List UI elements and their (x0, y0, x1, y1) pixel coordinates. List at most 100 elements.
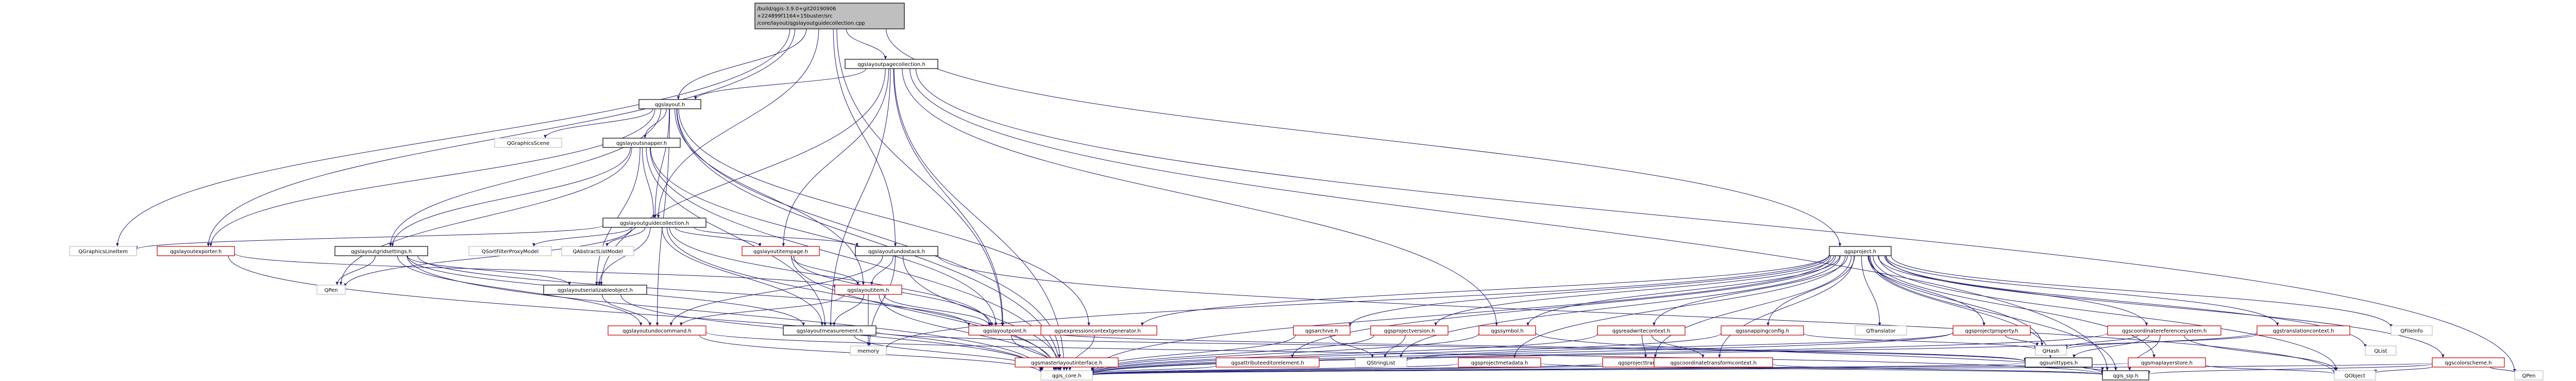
edge-root-to-qgraphicslineitem (116, 28, 790, 247)
node-label: QFileInfo (2400, 328, 2423, 334)
include-edges (116, 28, 2516, 376)
node-archive[interactable]: qgsarchive.h (1293, 325, 1351, 336)
node-project_h[interactable]: qgsproject.h (1829, 246, 1892, 256)
node-attreditor[interactable]: qgsattributeeditorelement.h (1216, 357, 1320, 368)
node-snappingconfig[interactable]: qgssnappingconfig.h (1721, 325, 1804, 336)
node-projproperty[interactable]: qgsprojectproperty.h (1952, 325, 2031, 336)
edge-snapper-to-qpen (339, 147, 632, 286)
edge-project_h-to-qobject (1878, 255, 2338, 371)
node-label: qgsprojecttranslator.h (1618, 360, 1675, 366)
node-qpen2: QPen (2514, 370, 2544, 380)
node-label: qgssymbol.h (1491, 328, 1524, 334)
node-label: qgslayoutmeasurement.h (797, 328, 863, 334)
node-label: qgslayoutgridsettings.h (351, 249, 412, 255)
edge-pagecollection-to-qpen2 (915, 68, 2516, 373)
edge-pagecollection-to-qgis_core (894, 68, 1066, 371)
edge-pagecollection-to-layoutpoint (893, 68, 1004, 326)
edge-projmetadata-to-qgis_core (1091, 363, 1459, 375)
edge-pagecollection-to-measurement (829, 68, 891, 326)
node-readwritectx[interactable]: qgsreadwritecontext.h (1597, 325, 1686, 336)
node-layout_h[interactable]: qgslayout.h (638, 99, 701, 109)
edge-readwritectx-to-coordxform (1651, 335, 1705, 358)
node-pagecollection[interactable]: qgslayoutpagecollection.h (845, 59, 938, 69)
node-label: qgslayoutexporter.h (170, 249, 222, 255)
node-qlist: QList (2365, 345, 2397, 356)
edge-gridsettings-to-qgis_core (407, 255, 1043, 371)
edge-root-to-project_h (886, 28, 1842, 247)
edge-snapper-to-gridsettings (391, 147, 631, 247)
edge-layout_h-to-exprgen (678, 108, 1090, 326)
edge-undostack-to-qgis_core (902, 255, 1062, 371)
edge-project_h-to-qhash (1868, 255, 2044, 346)
node-serializable[interactable]: qgslayoutserializableobject.h (543, 285, 647, 295)
edge-root-to-guidecoll (656, 28, 819, 219)
node-label: qgslayout.h (655, 102, 685, 108)
edge-projproperty-to-qstringlist (1405, 332, 1954, 361)
node-label: qgslayoutpagecollection.h (857, 62, 925, 68)
node-label: qgscoordinatereferencesystem.h (2122, 328, 2207, 334)
node-undocommand[interactable]: qgslayoutundocommand.h (608, 325, 706, 336)
edge-project_h-to-projectversion (1434, 255, 1834, 326)
node-crs[interactable]: qgscoordinatereferencesystem.h (2107, 325, 2221, 336)
edge-colorscheme-to-qgis_core (1091, 362, 2433, 376)
node-guidecoll[interactable]: qgslayoutguidecollection.h (602, 218, 706, 228)
node-translationctx[interactable]: qgstranslationcontext.h (2257, 325, 2350, 336)
node-qobject: QObject (2334, 370, 2376, 380)
node-undostack[interactable]: qgslayoutundostack.h (855, 246, 938, 256)
node-label: QGraphicsLineItem (78, 249, 128, 255)
edge-gridsettings-to-qpen (335, 255, 376, 286)
edge-crs-to-qhash (2065, 335, 2139, 349)
node-label: qgslayoutundostack.h (868, 249, 925, 255)
edge-snapper-to-layoutpoint (650, 147, 998, 326)
node-layoutitem[interactable]: qgslayoutitem.h (834, 285, 902, 295)
edge-layoutitem-to-undocommand (679, 294, 845, 326)
edge-project_h-to-qtranslator (1861, 255, 1881, 326)
node-label: QHash (2042, 349, 2059, 354)
node-gridsettings[interactable]: qgslayoutgridsettings.h (334, 246, 428, 256)
node-unittypes[interactable]: qgsunittypes.h (2025, 357, 2093, 368)
edge-serializable-to-undocommand (602, 294, 652, 326)
edge-projectversion-to-qstringlist (1384, 335, 1406, 358)
edge-guidecoll-to-qgis_core (666, 227, 1056, 371)
node-abstractlist: QAbstractListModel (561, 246, 634, 256)
edge-snapper-to-serializable (595, 147, 641, 286)
node-exporter[interactable]: qgslayoutexporter.h (157, 246, 235, 256)
node-label: qgsreadwritecontext.h (1612, 328, 1671, 334)
node-label: QList (2374, 349, 2387, 354)
node-itempage[interactable]: qgslayoutitempage.h (742, 246, 820, 256)
edge-gridsettings-to-serializable (407, 255, 571, 286)
node-snapper[interactable]: qgslayoutsnapper.h (602, 138, 681, 148)
node-label: QObject (2345, 373, 2366, 379)
node-qhash: QHash (2035, 345, 2067, 356)
edge-layout_h-to-exporter (209, 108, 655, 247)
node-coordxform[interactable]: qgscoordinatetransformcontext.h (1654, 357, 1773, 368)
node-measurement[interactable]: qgslayoutmeasurement.h (783, 325, 877, 336)
node-projectversion[interactable]: qgsprojectversion.h (1370, 325, 1449, 336)
edge-layoutpoint-to-unittypes (1040, 331, 2027, 362)
edge-translationctx-to-qhash (2065, 334, 2258, 350)
node-label: qgscolorscheme.h (2445, 360, 2491, 366)
edge-archive-to-qstringlist (1330, 335, 1374, 358)
node-label: qgsexpressioncontextgenerator.h (1054, 328, 1141, 334)
node-colorscheme[interactable]: qgscolorscheme.h (2432, 357, 2505, 368)
edge-project_h-to-qgis_core (1091, 255, 1831, 372)
edge-layout_h-to-snapper (643, 108, 667, 139)
node-exprgen[interactable]: qgsexpressioncontextgenerator.h (1038, 325, 1157, 336)
edge-root-to-exporter (207, 28, 796, 247)
edge-project_h-to-memory (885, 254, 1830, 349)
node-symbol[interactable]: qgssymbol.h (1478, 325, 1536, 336)
node-qgis_sip[interactable]: qgis_sip.h (2102, 370, 2149, 380)
edge-layout_h-to-gridsettings (389, 108, 661, 247)
node-qfileinfo: QFileInfo (2390, 325, 2433, 336)
edge-itempage-to-layoutitem (790, 255, 860, 286)
node-projmetadata[interactable]: qgsprojectmetadata.h (1458, 357, 1541, 368)
node-label: qgsmaplayerstore.h (2141, 360, 2193, 366)
edge-attreditor-to-qgis_core (1091, 365, 1217, 374)
node-qtranslator: QTranslator (1855, 325, 1907, 336)
edge-pagecollection-to-qgis_sip (910, 68, 2109, 371)
node-maplayerstore[interactable]: qgsmaplayerstore.h (2128, 357, 2206, 368)
node-layoutpoint[interactable]: qgslayoutpoint.h (968, 325, 1041, 336)
edge-crs-to-qgis_core (1091, 333, 2108, 375)
node-masterlayout[interactable]: qgsmasterlayoutinterface.h (1015, 357, 1119, 368)
